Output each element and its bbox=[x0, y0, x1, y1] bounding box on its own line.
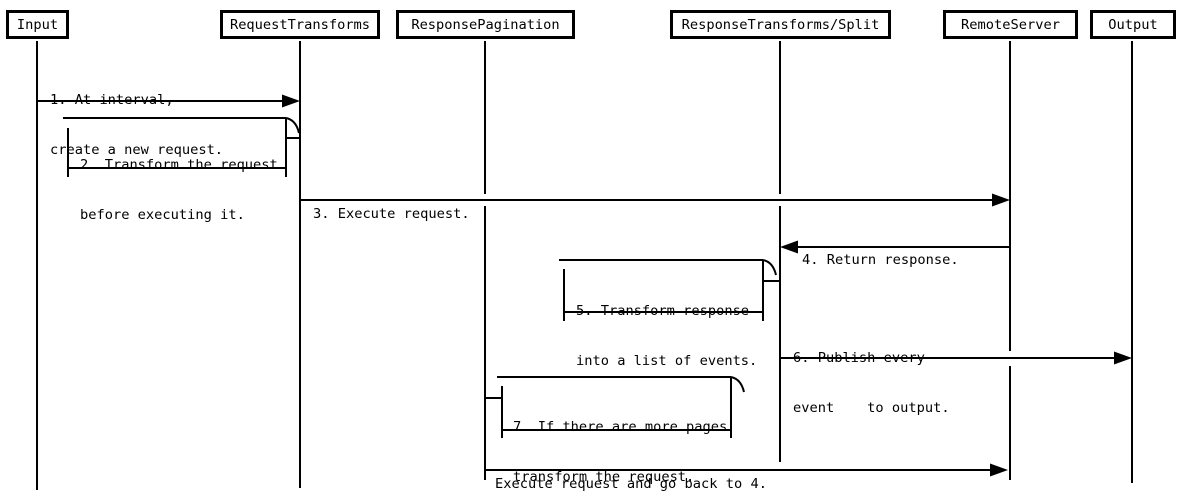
arrow-message-4 bbox=[780, 240, 1010, 254]
arrowhead-right-icon bbox=[990, 463, 1008, 477]
message-label-5-line-1: 5. Transform response bbox=[576, 303, 750, 319]
message-label-1: 1. At interval, create a new request. bbox=[50, 59, 223, 191]
message-label-7: 7. If there are more pages transform the… bbox=[513, 386, 727, 496]
message-label-4-line-1: 4. Return response. bbox=[802, 252, 959, 268]
message-label-6: 6. Publish every event to output. bbox=[793, 317, 950, 449]
arrow-message-3 bbox=[300, 193, 1010, 207]
message-label-6-line-1: 6. Publish every bbox=[793, 350, 925, 366]
message-label-5-line-2: into a list of events. bbox=[576, 352, 758, 369]
arrowhead-right-icon bbox=[282, 94, 300, 108]
message-label-2-line-1: 2. Transform the request bbox=[80, 157, 278, 173]
actor-box-input: Input bbox=[6, 10, 69, 39]
message-label-7-line-2: transform the request. bbox=[513, 468, 695, 485]
message-label-7-line-1: 7. If there are more pages bbox=[513, 419, 728, 435]
message-label-6-line-2: event to output. bbox=[793, 399, 950, 416]
hook-icon bbox=[730, 376, 745, 393]
message-label-5: 5. Transform response into a list of eve… bbox=[576, 270, 757, 402]
arrowhead-left-icon bbox=[780, 240, 798, 254]
hook-icon bbox=[285, 117, 300, 134]
message-label-4: 4. Return response. bbox=[802, 219, 959, 302]
message-label-1-line-1: 1. At interval, bbox=[50, 92, 174, 108]
arrowhead-right-icon bbox=[992, 193, 1010, 207]
message-label-8: Execute request and go back to 4. bbox=[495, 443, 767, 496]
arrow-message-8 bbox=[485, 463, 1008, 477]
actor-box-response-pagination: ResponsePagination bbox=[396, 10, 575, 39]
arrow-message-1 bbox=[37, 94, 300, 108]
self-message-box-7 bbox=[485, 376, 745, 438]
arrow-message-6 bbox=[780, 351, 1132, 365]
actor-box-request-transforms: RequestTransforms bbox=[220, 10, 380, 39]
message-label-3: 3. Execute request. bbox=[313, 173, 470, 256]
message-label-1-line-2: create a new request. bbox=[50, 141, 224, 158]
message-label-2: 2. Transform the request before executin… bbox=[80, 124, 278, 256]
message-label-3-line-1: 3. Execute request. bbox=[313, 206, 470, 222]
actor-box-remote-server: RemoteServer bbox=[943, 10, 1078, 39]
actor-box-output: Output bbox=[1090, 10, 1176, 39]
actor-box-response-transforms-split: ResponseTransforms/Split bbox=[670, 10, 891, 39]
self-message-box-2 bbox=[63, 117, 300, 177]
arrowhead-right-icon bbox=[1114, 351, 1132, 365]
message-label-8-line-1: Execute request and go back to 4. bbox=[495, 476, 767, 492]
self-message-box-5 bbox=[559, 259, 780, 321]
hook-icon bbox=[762, 259, 777, 276]
message-label-2-line-2: before executing it. bbox=[80, 206, 245, 223]
